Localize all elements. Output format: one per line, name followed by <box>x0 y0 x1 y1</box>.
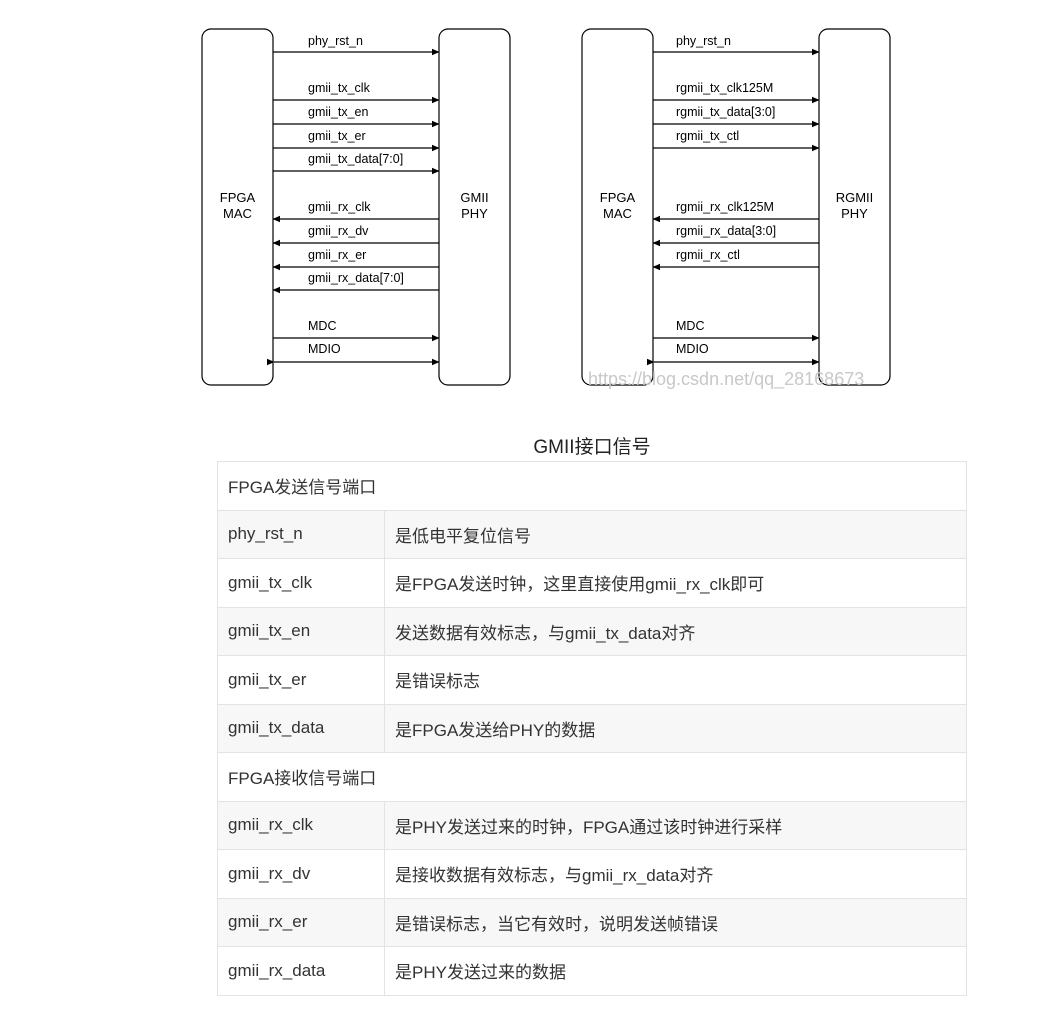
gmii-mac-label-line1: FPGA <box>220 190 256 205</box>
gmii-signal-label: MDIO <box>308 342 341 356</box>
rgmii-signal-label: phy_rst_n <box>676 34 731 48</box>
gmii-fpga-mac-block <box>201 28 274 386</box>
gmii-signal-label: gmii_rx_clk <box>308 200 371 214</box>
table-row: gmii_rx_er 是错误标志，当它有效时，说明发送帧错误 <box>217 897 967 947</box>
rgmii-fpga-mac-block <box>581 28 654 386</box>
rgmii-mac-label-line2: MAC <box>603 206 632 221</box>
gmii-phy-label-line2: PHY <box>461 206 488 221</box>
signal-desc-cell: 是接收数据有效标志，与gmii_rx_data对齐 <box>384 849 967 899</box>
gmii-phy-label-line1: GMII <box>460 190 488 205</box>
signal-desc-cell: 是PHY发送过来的数据 <box>384 946 967 996</box>
rgmii-signal-label: rgmii_tx_data[3:0] <box>676 105 775 119</box>
table-row: gmii_tx_data 是FPGA发送给PHY的数据 <box>217 703 967 753</box>
gmii-signal-label: gmii_rx_data[7:0] <box>308 271 404 285</box>
rgmii-signal-label: rgmii_tx_ctl <box>676 129 739 143</box>
gmii-phy-block <box>438 28 511 386</box>
rgmii-mac-label-line1: FPGA <box>600 190 636 205</box>
gmii-signal-label: gmii_rx_dv <box>308 224 369 238</box>
gmii-signal-label: phy_rst_n <box>308 34 363 48</box>
rgmii-diagram: FPGA MAC RGMII PHY phy_rst_n rgmii_tx_cl… <box>581 28 891 390</box>
gmii-mac-label-line2: MAC <box>223 206 252 221</box>
rgmii-phy-label-line1: RGMII <box>836 190 874 205</box>
signal-name-cell: gmii_rx_data <box>217 946 385 996</box>
table-caption: GMII接口信号 <box>533 437 651 458</box>
interface-diagrams: FPGA MAC GMII PHY phy_rst_n gmii_tx_clk … <box>201 28 891 390</box>
rx-section-header: FPGA接收信号端口 <box>217 752 967 802</box>
signal-name-cell: gmii_rx_clk <box>217 800 385 850</box>
gmii-signal-label: gmii_tx_er <box>308 129 366 143</box>
signal-name-cell: gmii_tx_en <box>217 606 385 656</box>
table-row: gmii_tx_clk 是FPGA发送时钟，这里直接使用gmii_rx_clk即… <box>217 558 967 608</box>
signal-name-cell: gmii_tx_clk <box>217 558 385 608</box>
rgmii-signal-label: rgmii_rx_ctl <box>676 248 740 262</box>
signal-desc-cell: 是FPGA发送给PHY的数据 <box>384 703 967 753</box>
table-row: gmii_tx_en 发送数据有效标志，与gmii_tx_data对齐 <box>217 606 967 656</box>
signal-name-cell: gmii_rx_dv <box>217 849 385 899</box>
signal-desc-cell: 是错误标志，当它有效时，说明发送帧错误 <box>384 897 967 947</box>
signal-name-cell: phy_rst_n <box>217 509 385 559</box>
tx-section-header-row: FPGA发送信号端口 <box>217 461 967 511</box>
rgmii-phy-label-line2: PHY <box>841 206 868 221</box>
rgmii-phy-block <box>818 28 891 386</box>
signal-desc-cell: 是错误标志 <box>384 655 967 705</box>
rgmii-signal-label: MDIO <box>676 342 709 356</box>
gmii-signal-label: gmii_tx_clk <box>308 81 371 95</box>
gmii-signal-label: gmii_tx_en <box>308 105 368 119</box>
signal-name-cell: gmii_tx_er <box>217 655 385 705</box>
rgmii-signal-label: rgmii_tx_clk125M <box>676 81 773 95</box>
table-row: gmii_rx_clk 是PHY发送过来的时钟，FPGA通过该时钟进行采样 <box>217 800 967 850</box>
table-row: phy_rst_n 是低电平复位信号 <box>217 509 967 559</box>
gmii-signal-table: FPGA发送信号端口 phy_rst_n 是低电平复位信号 gmii_tx_cl… <box>217 461 967 996</box>
gmii-signal-label: gmii_tx_data[7:0] <box>308 152 403 166</box>
table-row: gmii_rx_dv 是接收数据有效标志，与gmii_rx_data对齐 <box>217 849 967 899</box>
rgmii-signal-label: rgmii_rx_data[3:0] <box>676 224 776 238</box>
rx-section-header-row: FPGA接收信号端口 <box>217 752 967 802</box>
signal-name-cell: gmii_tx_data <box>217 703 385 753</box>
table-row: gmii_rx_data 是PHY发送过来的数据 <box>217 946 967 996</box>
tx-section-header: FPGA发送信号端口 <box>217 461 967 511</box>
gmii-diagram: FPGA MAC GMII PHY phy_rst_n gmii_tx_clk … <box>201 28 511 386</box>
signal-name-cell: gmii_rx_er <box>217 897 385 947</box>
signal-desc-cell: 是PHY发送过来的时钟，FPGA通过该时钟进行采样 <box>384 800 967 850</box>
table-row: gmii_tx_er 是错误标志 <box>217 655 967 705</box>
rgmii-signal-label: MDC <box>676 319 704 333</box>
watermark-text: https://blog.csdn.net/qq_28168673 <box>588 369 864 390</box>
signal-desc-cell: 是低电平复位信号 <box>384 509 967 559</box>
signal-desc-cell: 是FPGA发送时钟，这里直接使用gmii_rx_clk即可 <box>384 558 967 608</box>
gmii-signal-label: MDC <box>308 319 336 333</box>
signal-desc-cell: 发送数据有效标志，与gmii_tx_data对齐 <box>384 606 967 656</box>
rgmii-signal-label: rgmii_rx_clk125M <box>676 200 774 214</box>
gmii-signal-label: gmii_rx_er <box>308 248 366 262</box>
